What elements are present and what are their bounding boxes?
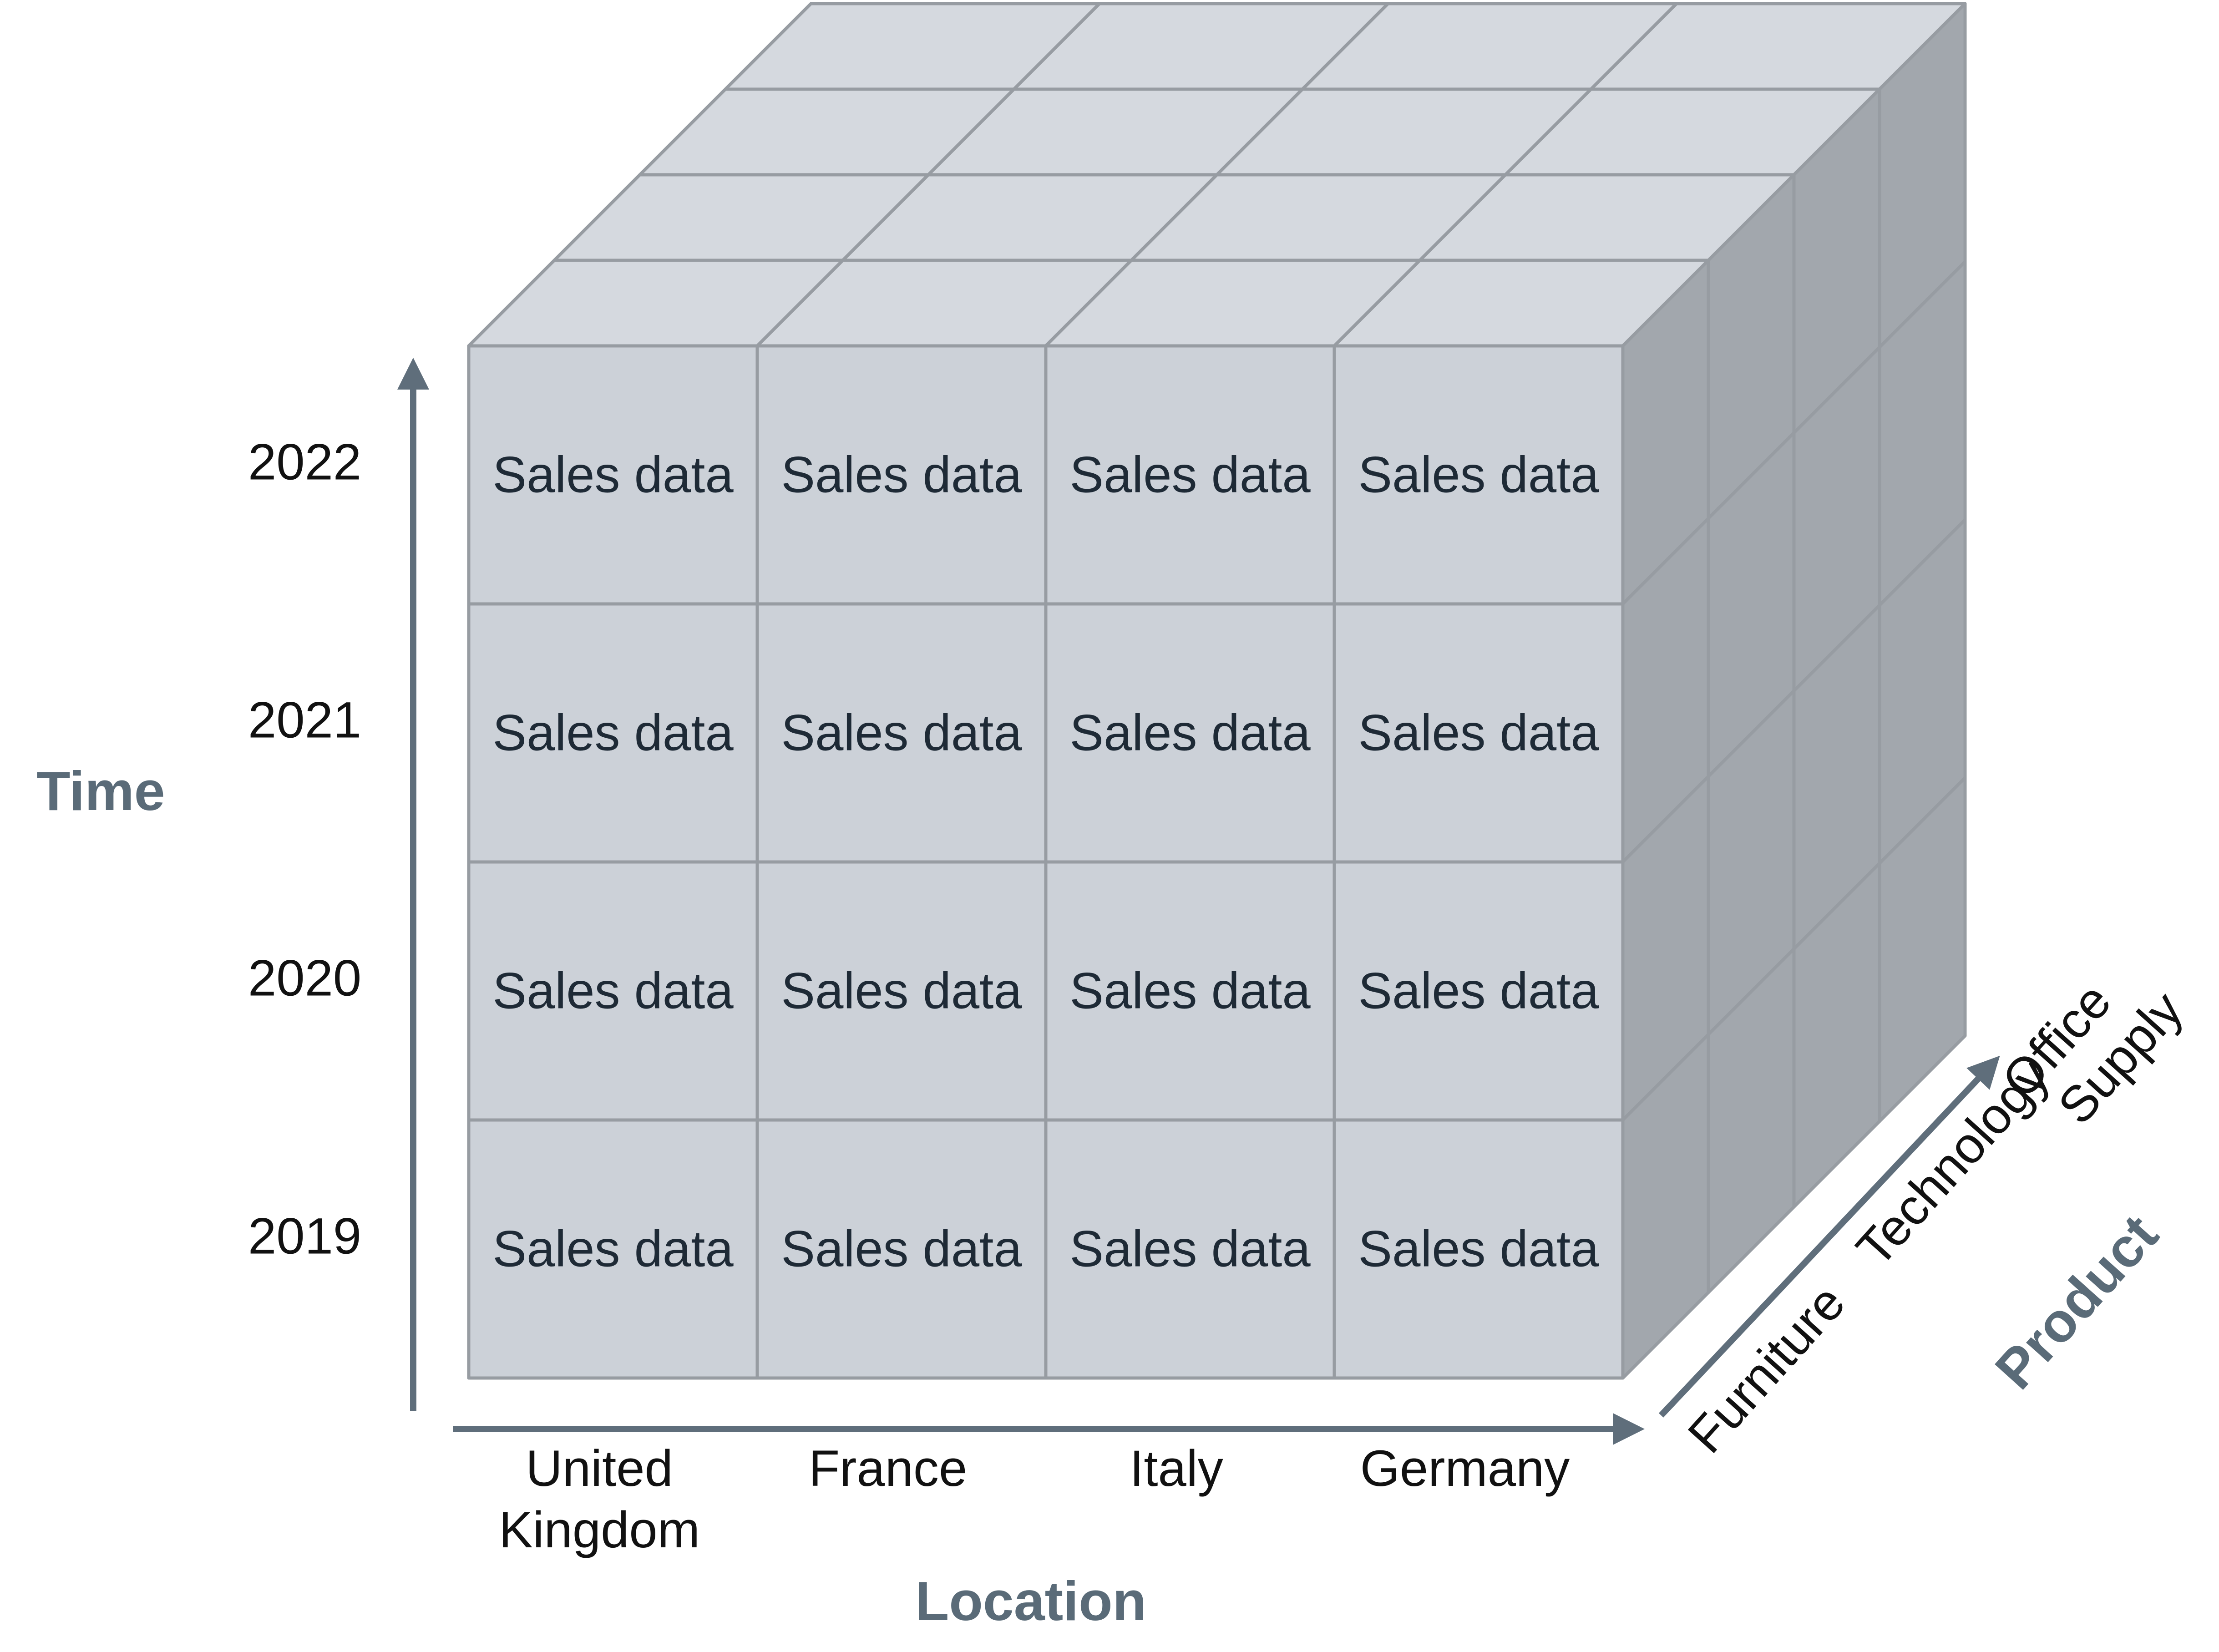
cube-side-face [1621, 2, 1967, 1380]
cell-label-sales-data: Sales data [492, 704, 734, 761]
cell-label-sales-data: Sales data [1358, 446, 1599, 503]
product-axis-arrow [1658, 1055, 2000, 1418]
cell-label-sales-data: Sales data [1358, 963, 1599, 1019]
cell-label-sales-data: Sales data [492, 963, 734, 1019]
cell-label-sales-data: Sales data [1069, 446, 1311, 503]
cell-label-sales-data: Sales data [781, 1221, 1022, 1277]
front-cell [1332, 1118, 1625, 1380]
cell-label-sales-data: Sales data [492, 446, 734, 503]
cube-front-face [467, 344, 1625, 1380]
cell-label-sales-data: Sales data [1358, 704, 1599, 761]
time-tick-label: 2021 [248, 692, 361, 749]
location-tick-label: Italy [1130, 1440, 1223, 1497]
cell-label-sales-data: Sales data [781, 704, 1022, 761]
location-axis-title: Location [915, 1570, 1146, 1632]
cell-label-sales-data: Sales data [492, 1221, 734, 1277]
time-tick-label: 2022 [248, 434, 361, 491]
location-tick-label: Germany [1360, 1440, 1570, 1497]
time-tick-label: 2019 [248, 1208, 361, 1265]
cell-label-sales-data: Sales data [1358, 1221, 1599, 1277]
cell-label-sales-data: Sales data [1069, 963, 1311, 1019]
cell-label-sales-data: Sales data [1069, 1221, 1311, 1277]
cube-top-face [467, 2, 1967, 348]
cell-label-sales-data: Sales data [1069, 704, 1311, 761]
time-axis-ticks: 2022 2021 2020 2019 [248, 434, 361, 1265]
cell-label-sales-data: Sales data [781, 963, 1022, 1019]
side-cell [1878, 776, 1967, 1123]
axes [397, 358, 2000, 1445]
time-tick-label: 2020 [248, 950, 361, 1007]
location-tick-label: France [809, 1440, 968, 1497]
product-axis-title: Product [1983, 1203, 2169, 1401]
cell-label-sales-data: Sales data [781, 446, 1022, 503]
time-axis-title: Time [36, 760, 165, 822]
